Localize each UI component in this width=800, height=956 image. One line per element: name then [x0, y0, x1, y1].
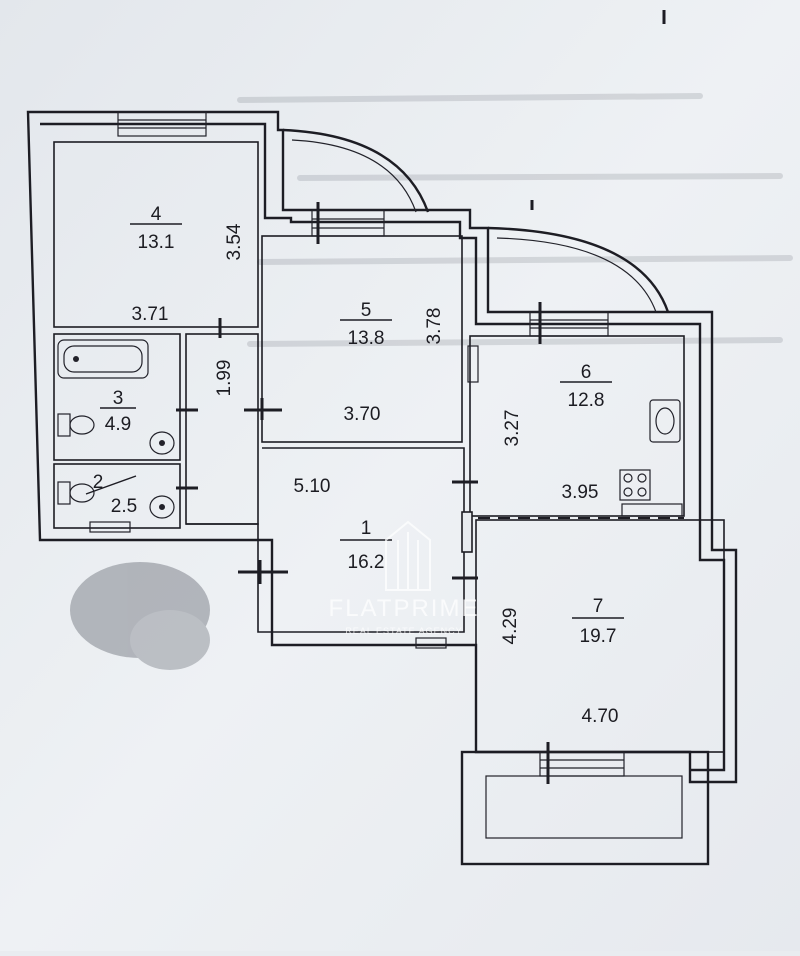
room-3-number: 3 — [113, 388, 124, 409]
stove-icon — [619, 469, 651, 501]
bathtub-icon — [57, 339, 149, 379]
room-4-number: 4 — [151, 204, 162, 225]
room-7-number: 7 — [593, 596, 604, 617]
dim-room4-width: 3.71 — [132, 304, 169, 325]
room-6-number: 6 — [581, 362, 592, 383]
dim-room6-width: 3.95 — [562, 482, 599, 503]
room-3-area: 4.9 — [105, 414, 131, 435]
dim-room6-height: 3.27 — [502, 410, 523, 447]
dim-room4-height: 3.54 — [224, 223, 245, 260]
window-room-7 — [539, 751, 625, 777]
wc-toilet-icon — [57, 481, 95, 505]
dim-room5-width: 3.70 — [344, 404, 381, 425]
doorway — [461, 511, 473, 553]
wc-sink-icon — [149, 495, 175, 519]
toilet-icon — [57, 413, 95, 437]
room-3-outline — [53, 333, 181, 461]
window-room-4 — [117, 111, 207, 137]
dim-room7-width: 4.70 — [582, 706, 619, 727]
room-7-area: 19.7 — [580, 626, 617, 647]
dimension-labels: 3.54 3.71 3.78 3.70 1.99 5.10 3.27 3.95 … — [132, 223, 619, 727]
dim-hall-width: 5.10 — [294, 476, 331, 497]
kitchen-sink-icon — [649, 399, 681, 443]
room-1-outline — [186, 447, 465, 633]
dim-hall-height: 1.99 — [214, 360, 235, 397]
room-1-area: 16.2 — [348, 552, 385, 573]
room-5-number: 5 — [361, 300, 372, 321]
room-4-area: 13.1 — [138, 232, 175, 253]
watermark: FLATPRIME REAL ESTATE AGENCY — [329, 520, 480, 636]
balcony-top-left — [282, 128, 430, 213]
room-6-area: 12.8 — [568, 390, 605, 411]
room-labels: 4 13.1 5 13.8 3 4.9 2 2.5 6 12.8 1 16.2 … — [85, 204, 624, 647]
window-room-6 — [529, 311, 609, 337]
watermark-brand: FLATPRIME — [329, 595, 480, 622]
room-2-area: 2.5 — [111, 496, 137, 517]
room-4-outline — [53, 141, 259, 328]
room-1-number: 1 — [361, 518, 372, 539]
radiator-icon — [89, 345, 683, 649]
sink-icon — [149, 431, 175, 455]
outer-walls — [26, 110, 738, 784]
watermark-logo-icon — [385, 520, 431, 591]
balcony-top-right — [487, 226, 670, 313]
room-2-outline — [53, 463, 181, 529]
dim-room7-height: 4.29 — [500, 608, 521, 645]
bleed-through-lines — [237, 93, 793, 347]
room-2-number: 2 — [93, 472, 104, 493]
dim-room5-height: 3.78 — [424, 308, 445, 345]
watermark-tagline: REAL ESTATE AGENCY — [345, 626, 462, 636]
room-5-area: 13.8 — [348, 328, 385, 349]
scribble-mark — [70, 562, 210, 670]
door-markers — [176, 10, 666, 784]
window-room-5 — [311, 209, 385, 237]
